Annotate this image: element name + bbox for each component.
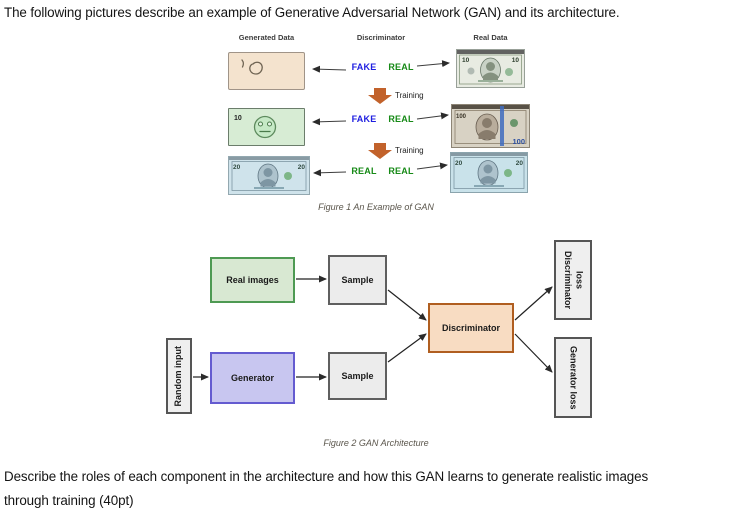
sample-bottom-label: Sample bbox=[341, 371, 374, 381]
arrow-fake-to-generated-row1 bbox=[312, 65, 347, 73]
bill-corner-number: 20 bbox=[298, 164, 306, 171]
generator-label: Generator bbox=[230, 373, 274, 383]
arrow-real-to-generated-row3 bbox=[313, 169, 347, 177]
figure1-header-real-data: Real Data bbox=[473, 33, 508, 42]
generated-smiley-box: 10 bbox=[228, 108, 305, 146]
verdict-label-real: REAL bbox=[388, 62, 414, 72]
bill-corner-number: 100 bbox=[456, 114, 467, 120]
bill-corner-number: 20 bbox=[516, 160, 524, 167]
generator-loss-node: Generator loss bbox=[554, 337, 592, 418]
scribble-doodle-icon bbox=[241, 59, 263, 75]
verdict-label-fake: FAKE bbox=[351, 114, 377, 124]
arrow-fake-to-generated-row2 bbox=[312, 118, 347, 126]
arrow-discriminator-to-generatorloss bbox=[514, 333, 553, 373]
training-label: Training bbox=[395, 146, 424, 155]
question-text: Describe the roles of each component in … bbox=[4, 465, 750, 510]
doodle-corner-number: 10 bbox=[234, 115, 242, 122]
discriminator-loss-node: Discriminator loss bbox=[554, 240, 592, 320]
training-down-arrow-icon bbox=[368, 143, 392, 159]
figure1-header-generated-data: Generated Data bbox=[238, 33, 295, 42]
bill-corner-number: 100 bbox=[512, 137, 525, 146]
bill-corner-number: 10 bbox=[462, 57, 470, 64]
bill-corner-number: 10 bbox=[512, 57, 520, 64]
arrow-samplebottom-to-discriminator bbox=[387, 333, 427, 363]
arrow-real-to-realdata-row1 bbox=[416, 60, 450, 68]
ten-dollar-bill-image: 10 10 bbox=[456, 49, 525, 88]
verdict-label-real: REAL bbox=[388, 114, 414, 124]
intro-text: The following pictures describe an examp… bbox=[4, 5, 620, 20]
training-down-arrow-icon bbox=[368, 88, 392, 104]
sample-bottom-node: Sample bbox=[328, 352, 387, 400]
figure1-caption: Figure 1 An Example of GAN bbox=[318, 202, 434, 212]
real-images-label: Real images bbox=[226, 275, 279, 285]
verdict-label-real: REAL bbox=[351, 166, 377, 176]
discriminator-label: Discriminator bbox=[441, 323, 501, 333]
generated-sketch-box bbox=[228, 52, 305, 90]
sample-top-node: Sample bbox=[328, 255, 387, 305]
generator-node: Generator bbox=[210, 352, 295, 404]
discriminator-loss-label: Discriminator loss bbox=[563, 250, 585, 310]
real-images-node: Real images bbox=[210, 257, 295, 303]
figure1-header-discriminator: Discriminator bbox=[356, 33, 406, 42]
arrow-real-to-realdata-row2 bbox=[416, 112, 449, 120]
smiley-face-doodle-icon: 10 bbox=[234, 115, 277, 139]
hundred-dollar-bill-image: 100 100 bbox=[451, 104, 530, 148]
question-line-1: Describe the roles of each component in … bbox=[4, 469, 649, 484]
bill-corner-number: 20 bbox=[233, 164, 241, 171]
training-label: Training bbox=[395, 91, 424, 100]
arrow-sampletop-to-discriminator bbox=[387, 289, 427, 321]
figure2-caption: Figure 2 GAN Architecture bbox=[323, 438, 429, 448]
generated-twenty-dollar-bill-image: 20 20 bbox=[228, 156, 310, 195]
sample-top-label: Sample bbox=[341, 275, 374, 285]
generator-loss-label: Generator loss bbox=[568, 345, 579, 410]
arrow-discriminator-to-discriminatorloss bbox=[514, 286, 553, 321]
verdict-label-fake: FAKE bbox=[351, 62, 377, 72]
arrow-real-to-realdata-row3 bbox=[416, 162, 448, 170]
real-twenty-dollar-bill-image: 20 20 bbox=[450, 152, 528, 193]
discriminator-node: Discriminator bbox=[428, 303, 514, 353]
random-input-node: Random input bbox=[166, 338, 192, 414]
verdict-label-real: REAL bbox=[388, 166, 414, 176]
question-line-2: through training (40pt) bbox=[4, 493, 134, 508]
random-input-label: Random input bbox=[173, 345, 184, 407]
bill-corner-number: 20 bbox=[455, 160, 463, 167]
